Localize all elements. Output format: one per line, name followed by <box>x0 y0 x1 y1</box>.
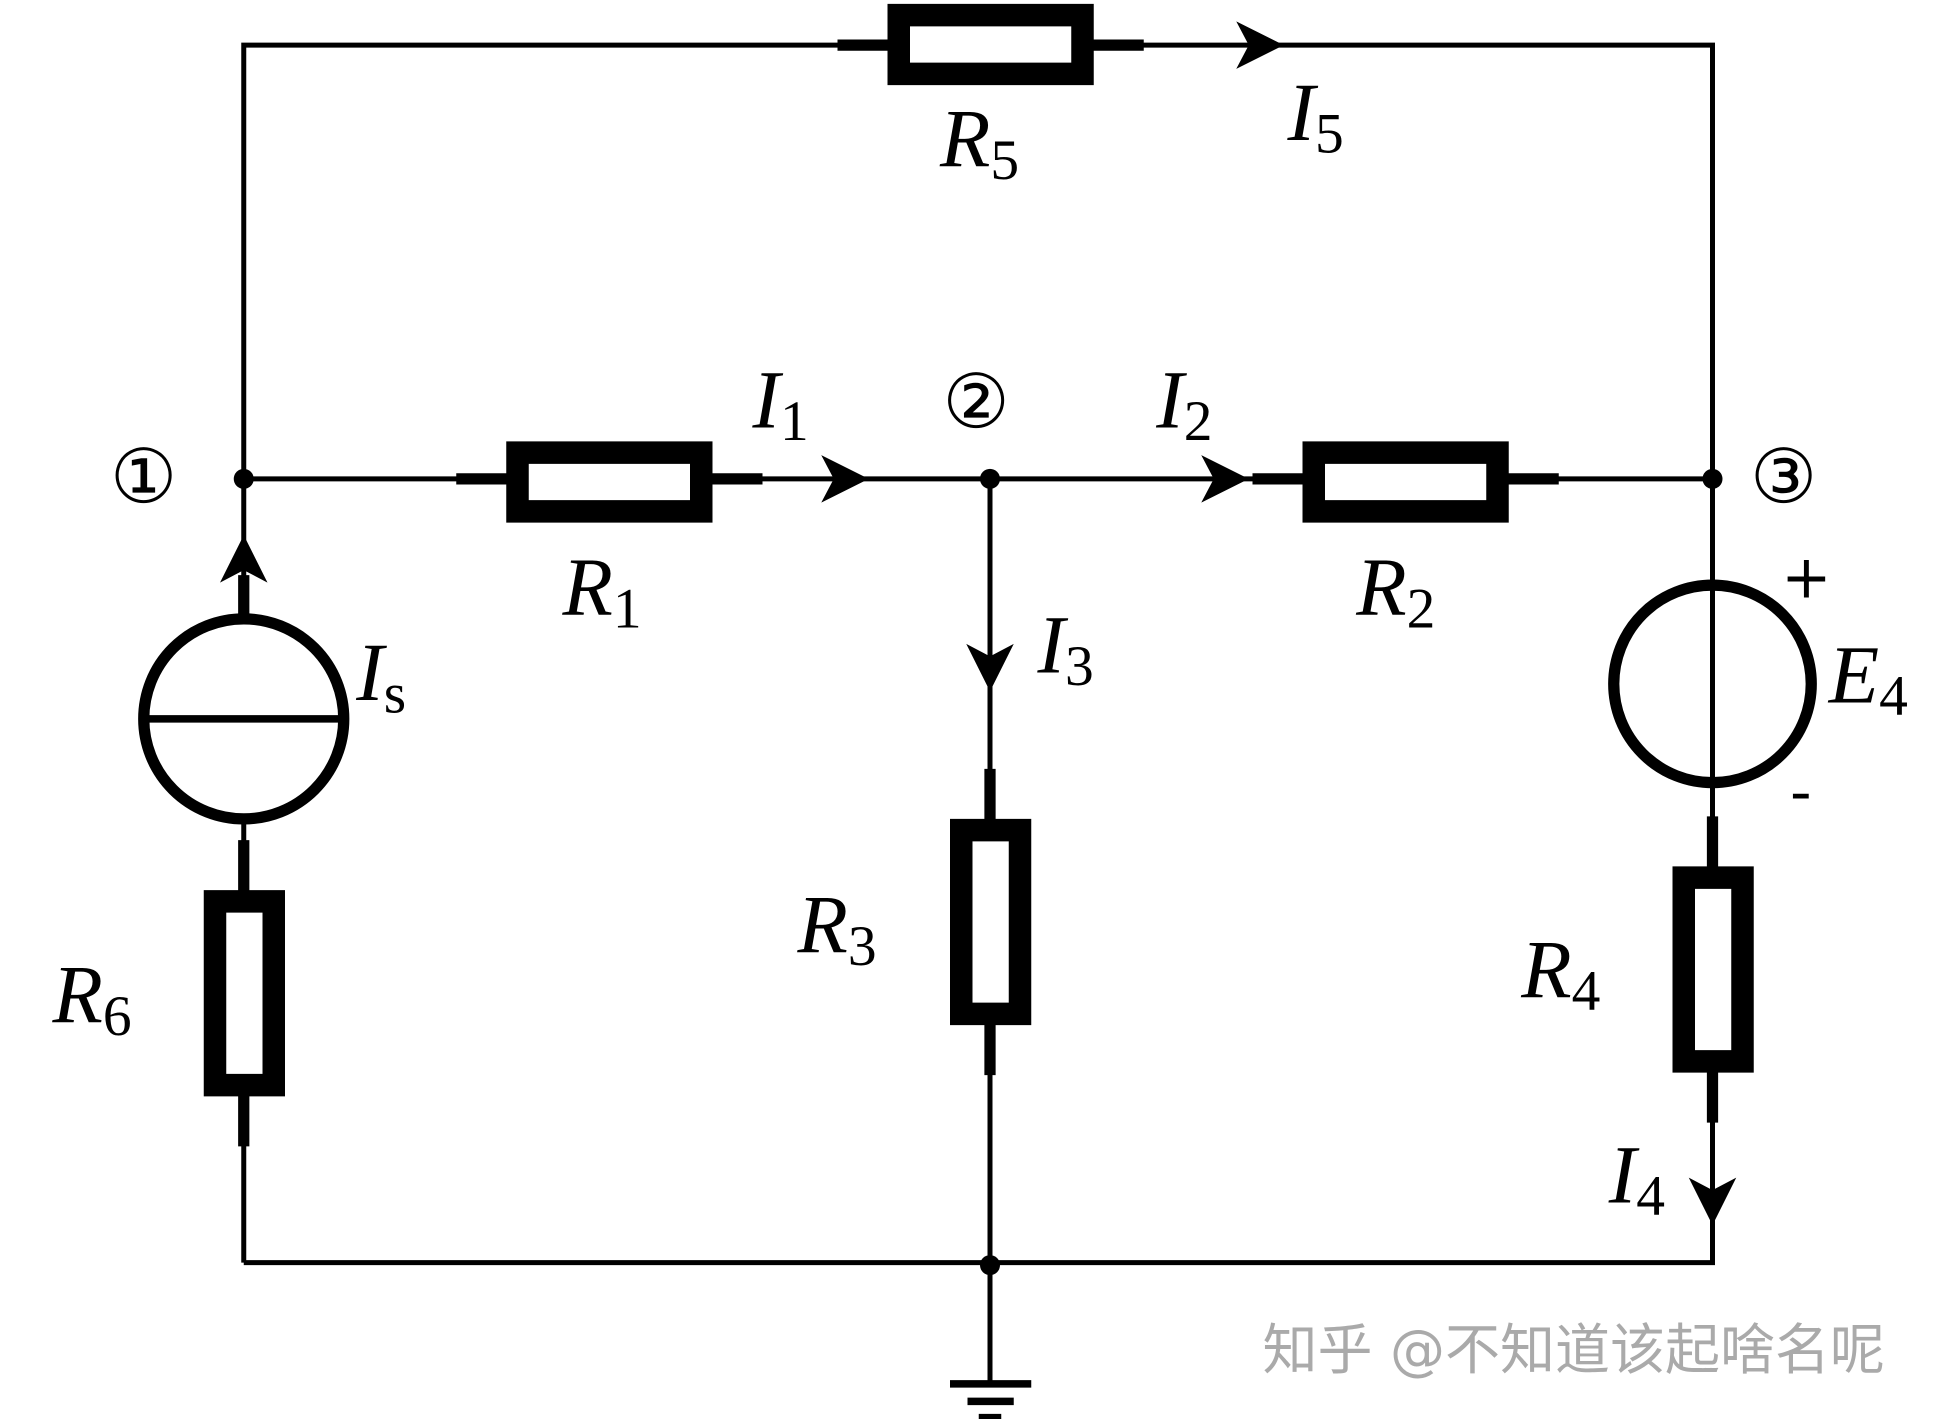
polarity-minus: - <box>1790 758 1812 828</box>
junction-node-1 <box>233 468 254 489</box>
label-i4: I4 <box>1608 1129 1665 1229</box>
resistor-r2 <box>1252 441 1559 523</box>
node-label-3: ③ <box>1750 433 1817 521</box>
label-r1: R1 <box>562 541 642 641</box>
arrow-up-icon <box>220 535 268 583</box>
label-e4: E4 <box>1828 629 1908 729</box>
arrow-right-icon <box>821 455 869 503</box>
resistor-r6 <box>203 840 285 1147</box>
junction-node-3 <box>1702 468 1723 489</box>
label-i5: I5 <box>1287 66 1344 166</box>
arrow-right-icon <box>1236 21 1284 69</box>
arrow-down-icon <box>966 643 1014 692</box>
resistor-r4 <box>1672 816 1754 1123</box>
label-r4: R4 <box>1520 924 1600 1024</box>
label-r3: R3 <box>797 879 877 979</box>
resistor-r1 <box>456 441 763 523</box>
watermark: 知乎 @不知道该起啥名呢 <box>1263 1318 1885 1382</box>
voltage-source-e4 <box>1608 579 1817 789</box>
current-source-is <box>138 535 350 825</box>
junction-ground <box>980 1255 1000 1276</box>
arrow-right-icon <box>1201 455 1249 503</box>
resistor-r3 <box>950 768 1032 1076</box>
label-i2: I2 <box>1155 354 1212 453</box>
label-r6: R6 <box>52 949 132 1049</box>
wires <box>241 42 1715 1382</box>
resistor-r5 <box>837 3 1144 86</box>
arrow-down-icon <box>1688 1177 1737 1226</box>
node-label-2: ② <box>943 358 1010 446</box>
ground-symbol <box>950 1380 1032 1419</box>
label-i1: I1 <box>752 354 809 453</box>
label-is: Is <box>355 626 406 726</box>
polarity-plus: + <box>1781 543 1831 613</box>
junction-node-2 <box>980 468 1000 489</box>
label-i3: I3 <box>1037 599 1094 699</box>
node-label-1: ① <box>110 433 177 521</box>
label-r5: R5 <box>939 92 1019 191</box>
label-r2: R2 <box>1355 541 1435 641</box>
